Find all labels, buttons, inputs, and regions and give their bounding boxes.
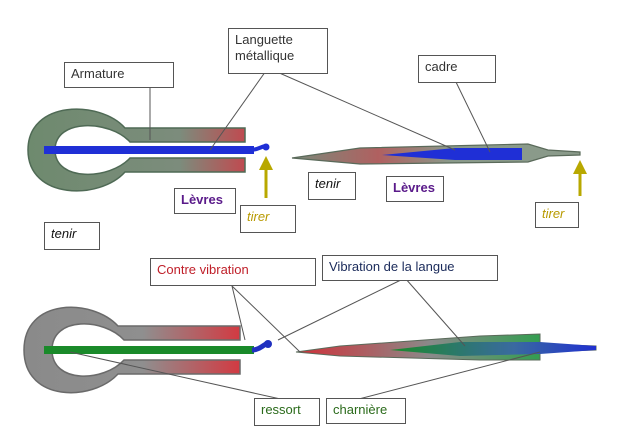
leader-lines [69,67,541,401]
label-levres-right: Lèvres [386,176,444,202]
label-vibration-langue: Vibration de la langue [322,255,498,281]
tirer-arrow-left [259,156,273,198]
label-tirer-left: tirer [240,205,296,233]
label-tenir-left: tenir [44,222,100,250]
label-cadre: cadre [418,55,496,83]
bottom-right-tongue [390,342,596,356]
label-levres-left: Lèvres [174,188,236,214]
bottom-right-harp [295,333,597,361]
tirer-arrow-right [573,160,587,196]
top-left-harp [27,108,270,192]
label-languette: Languette métallique [228,28,328,74]
top-right-harp [291,143,581,165]
label-ressort: ressort [254,398,320,426]
top-right-tongue [382,148,522,160]
label-contre-vibration: Contre vibration [150,258,316,286]
top-frame-ring [27,108,246,192]
bottom-frame-ring [23,306,241,394]
bottom-left-tongue [44,346,254,354]
label-tirer-right: tirer [535,202,579,228]
label-armature: Armature [64,62,174,88]
label-charniere: charnière [326,398,406,424]
top-left-tongue [44,146,254,154]
label-tenir-top: tenir [308,172,356,200]
bottom-left-harp [23,306,272,394]
